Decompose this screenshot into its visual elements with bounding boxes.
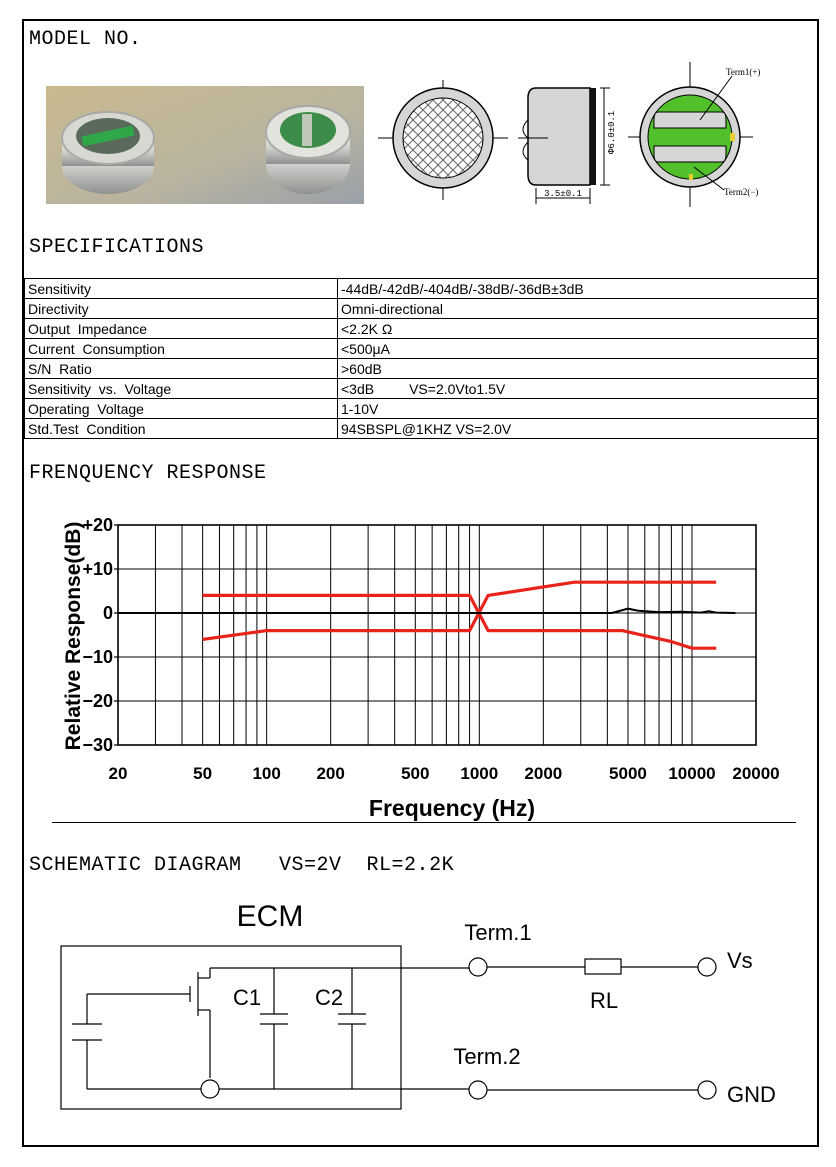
specifications-heading: SPECIFICATIONS	[29, 236, 205, 259]
spec-row: Current Consumption<500μA	[24, 338, 819, 359]
c2-label: C2	[315, 985, 343, 1010]
ecm-label: ECM	[237, 900, 304, 933]
vs-label: Vs	[727, 948, 753, 973]
y-tick-label: −20	[82, 691, 113, 711]
height-dimension-label: 3.5±0.1	[544, 189, 582, 199]
term1-label: Term.1	[464, 920, 531, 945]
chart-series	[118, 580, 736, 650]
spec-value: -44dB/-42dB/-404dB/-38dB/-36dB±3dB	[337, 278, 819, 299]
diameter-dimension-label: Φ6.0±0.1	[607, 111, 617, 154]
term1-node	[468, 957, 488, 977]
spec-name: S/N Ratio	[24, 358, 338, 379]
x-tick-label: 1000	[460, 764, 498, 783]
gnd-node	[697, 1080, 717, 1100]
schematic-diagram: ECM C1 C2	[60, 900, 776, 1110]
y-tick-label: +20	[82, 515, 113, 535]
x-tick-label: 5000	[609, 764, 647, 783]
specifications-table: Sensitivity-44dB/-42dB/-404dB/-38dB/-36d…	[24, 278, 819, 439]
page-frame	[22, 19, 819, 1147]
series-line-2	[118, 607, 736, 614]
spec-row: S/N Ratio>60dB	[24, 358, 819, 379]
schematic-heading: SCHEMATIC DIAGRAM VS=2V RL=2.2K	[29, 854, 455, 877]
x-axis-title: Frequency (Hz)	[369, 795, 535, 821]
spec-name: Sensitivity	[24, 278, 338, 299]
y-tick-label: −30	[82, 735, 113, 755]
x-tick-label: 10000	[668, 764, 715, 783]
y-axis-title: Relative Response(dB)	[62, 522, 85, 751]
external-wiring	[487, 958, 698, 1091]
x-tick-label: 100	[252, 764, 280, 783]
vs-node	[697, 957, 717, 977]
y-tick-label: 0	[103, 603, 113, 623]
spec-name: Directivity	[24, 298, 338, 319]
product-photo	[46, 86, 364, 204]
c1-label: C1	[233, 985, 261, 1010]
chart-grid	[117, 524, 757, 746]
chart-tick-labels: +20 +10 0 −10 −20 −30 20 50 100 200 500 1000 2000 500…	[82, 515, 779, 783]
gnd-label: GND	[727, 1082, 776, 1107]
rl-label: RL	[590, 988, 618, 1013]
frequency-response-heading: FRENQUENCY RESPONSE	[29, 462, 267, 485]
spec-name: Std.Test Condition	[24, 418, 338, 439]
spec-row: Sensitivity vs. Voltage<3dB VS=2.0Vto1.5…	[24, 378, 819, 399]
spec-name: Operating Voltage	[24, 398, 338, 419]
spec-value: Omni-directional	[337, 298, 819, 319]
x-tick-label: 50	[193, 764, 212, 783]
front-view-drawing	[378, 80, 508, 200]
ecm-internal-circuit	[72, 967, 480, 1090]
y-tick-label: +10	[82, 559, 113, 579]
spec-name: Sensitivity vs. Voltage	[24, 378, 338, 399]
section-divider	[52, 822, 796, 823]
term2-minus-label: Term2(−)	[724, 187, 758, 197]
x-tick-label: 500	[401, 764, 429, 783]
x-tick-label: 2000	[524, 764, 562, 783]
frequency-response-chart: +20 +10 0 −10 −20 −30 20 50 100 200 500 1000 2000 500…	[62, 515, 780, 821]
spec-row: Output Impedance<2.2K Ω	[24, 318, 819, 339]
spec-name: Current Consumption	[24, 338, 338, 359]
spec-name: Output Impedance	[24, 318, 338, 339]
y-tick-label: −10	[82, 647, 113, 667]
spec-value: >60dB	[337, 358, 819, 379]
x-tick-label: 20000	[732, 764, 779, 783]
term2-label: Term.2	[453, 1044, 520, 1069]
ecm-box	[60, 945, 402, 1110]
term1-plus-label: Term1(+)	[726, 67, 760, 77]
spec-value: 1-10V	[337, 398, 819, 419]
series-line-0	[202, 593, 717, 650]
plot-area	[117, 524, 757, 746]
model-heading: MODEL NO.	[29, 28, 142, 51]
spec-value: <500μA	[337, 338, 819, 359]
spec-value: 94SBSPL@1KHZ VS=2.0V	[337, 418, 819, 439]
spec-value: <3dB VS=2.0Vto1.5V	[337, 378, 819, 399]
x-tick-label: 20	[109, 764, 128, 783]
spec-value: <2.2K Ω	[337, 318, 819, 339]
rear-view-drawing: Term1(+) Term2(−)	[628, 62, 760, 207]
term2-node	[468, 1080, 488, 1100]
side-view-drawing: 3.5±0.1 Φ6.0±0.1	[518, 87, 617, 204]
x-tick-label: 200	[316, 764, 344, 783]
spec-row: Sensitivity-44dB/-42dB/-404dB/-38dB/-36d…	[24, 278, 819, 299]
